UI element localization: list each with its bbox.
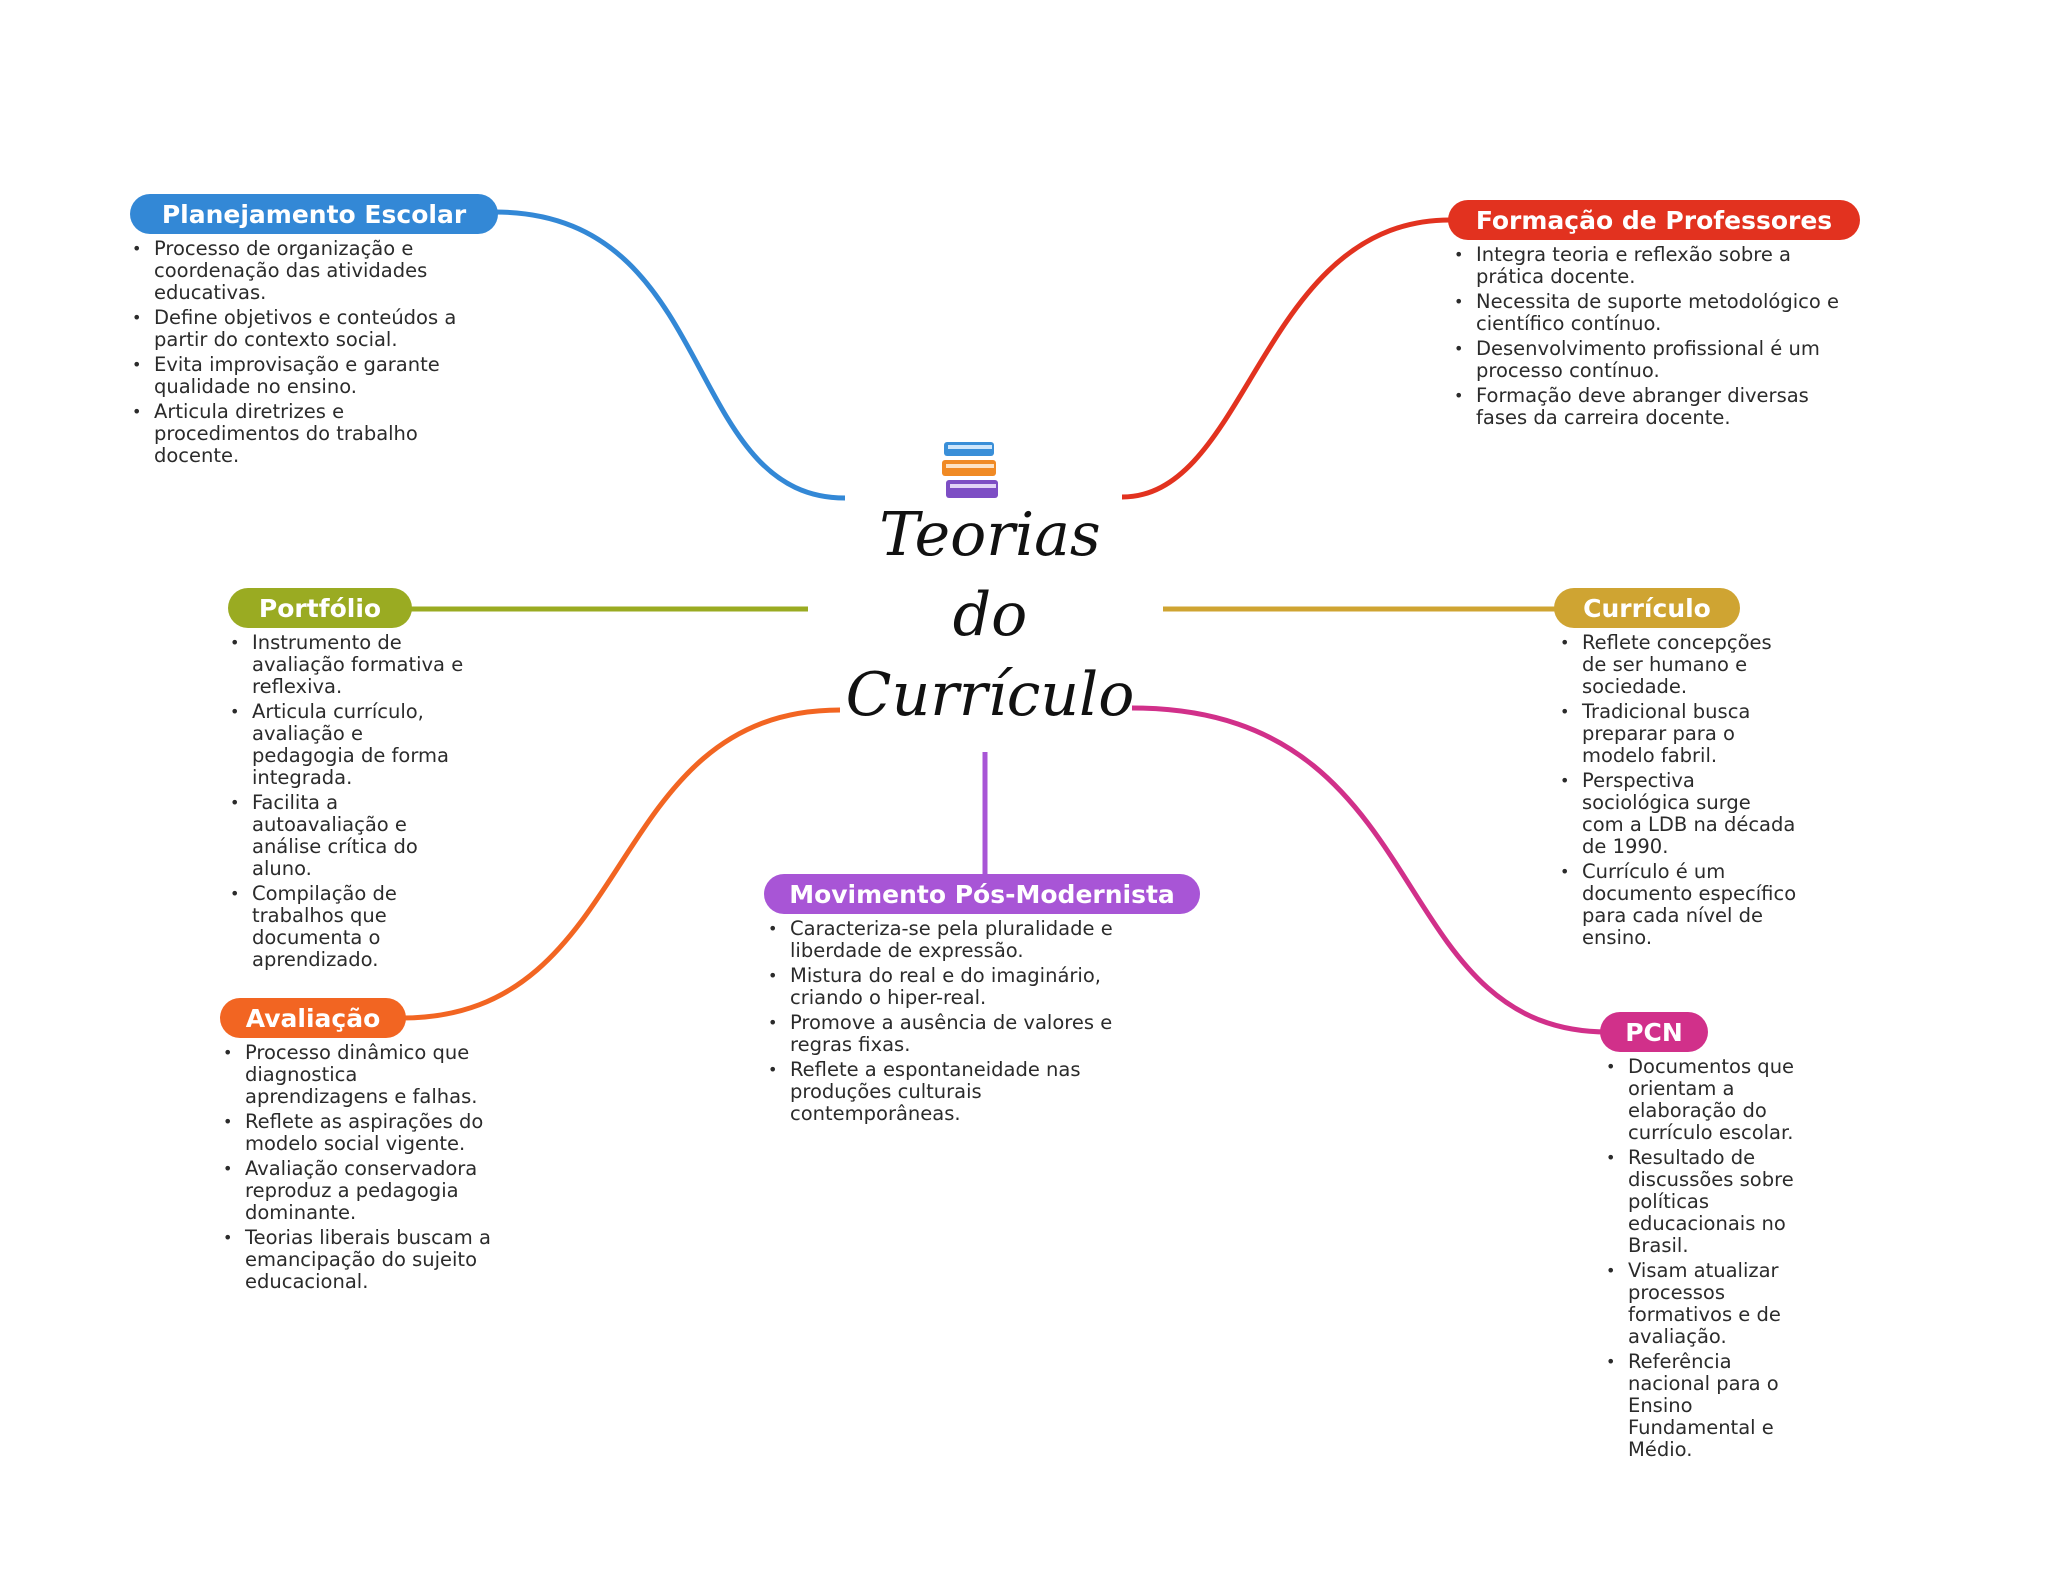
topic-curriculo[interactable]: Currículo	[1554, 588, 1740, 628]
topic-title: Avaliação	[245, 1003, 381, 1033]
list-item: Desenvolvimento profissional é um proces…	[1452, 338, 1842, 382]
topic-planejamento-escolar[interactable]: Planejamento Escolar	[130, 194, 498, 234]
list-item: Avaliação conservadora reproduz a pedago…	[221, 1158, 501, 1224]
portfolio-notes: Instrumento de avaliação formativa e ref…	[228, 632, 468, 974]
list-item: Resultado de discussões sobre políticas …	[1604, 1147, 1814, 1257]
list-item: Articula diretrizes e procedimentos do t…	[130, 401, 470, 467]
topic-title: PCN	[1625, 1017, 1683, 1047]
list-item: Compilação de trabalhos que documenta o …	[228, 883, 468, 971]
topic-formacao-professores[interactable]: Formação de Professores	[1448, 200, 1860, 240]
topic-title: Portfólio	[258, 593, 382, 623]
link-avaliacao	[401, 707, 841, 1021]
central-title-line: Currículo	[845, 660, 1135, 730]
curriculo-notes: Reflete concepções de ser humano e socie…	[1558, 632, 1798, 952]
avaliacao-notes: Processo dinâmico que diagnostica aprend…	[221, 1042, 501, 1296]
list-item: Articula currículo, avaliação e pedagogi…	[228, 701, 468, 789]
list-item: Perspectiva sociológica surge com a LDB …	[1558, 770, 1798, 858]
list-item: Caracteriza-se pela pluralidade e liberd…	[766, 918, 1146, 962]
list-item: Processo de organização e coordenação da…	[130, 238, 470, 304]
topic-title: Planejamento Escolar	[161, 199, 467, 229]
list-item: Reflete a espontaneidade nas produções c…	[766, 1059, 1146, 1125]
list-item: Processo dinâmico que diagnostica aprend…	[221, 1042, 501, 1108]
topic-title: Formação de Professores	[1475, 205, 1833, 235]
pcn-notes: Documentos que orientam a elaboração do …	[1604, 1056, 1814, 1464]
topic-title: Movimento Pós-Modernista	[789, 879, 1175, 909]
list-item: Reflete concepções de ser humano e socie…	[1558, 632, 1798, 698]
topic-movimento-pos-modernista[interactable]: Movimento Pós-Modernista	[764, 874, 1200, 914]
list-item: Define objetivos e conteúdos a partir do…	[130, 307, 470, 351]
central-title-line: Teorias	[879, 500, 1101, 570]
formacao-notes: Integra teoria e reflexão sobre a prátic…	[1452, 244, 1842, 432]
list-item: Promove a ausência de valores e regras f…	[766, 1012, 1146, 1056]
list-item: Integra teoria e reflexão sobre a prátic…	[1452, 244, 1842, 288]
link-pcn	[1131, 705, 1609, 1035]
topic-pcn[interactable]: PCN	[1600, 1012, 1708, 1052]
link-formacao	[1121, 217, 1451, 500]
list-item: Currículo é um documento específico para…	[1558, 861, 1798, 949]
list-item: Visam atualizar processos formativos e d…	[1604, 1260, 1814, 1348]
topic-portfolio[interactable]: Portfólio	[228, 588, 412, 628]
list-item: Mistura do real e do imaginário, criando…	[766, 965, 1146, 1009]
list-item: Reflete as aspirações do modelo social v…	[221, 1111, 501, 1155]
planejamento-notes: Processo de organização e coordenação da…	[130, 238, 470, 470]
list-item: Tradicional busca preparar para o modelo…	[1558, 701, 1798, 767]
topic-title: Currículo	[1583, 593, 1711, 623]
list-item: Instrumento de avaliação formativa e ref…	[228, 632, 468, 698]
central-title-line: do	[952, 580, 1028, 650]
books-icon	[942, 442, 998, 498]
list-item: Facilita a autoavaliação e análise críti…	[228, 792, 468, 880]
list-item: Necessita de suporte metodológico e cien…	[1452, 291, 1842, 335]
list-item: Documentos que orientam a elaboração do …	[1604, 1056, 1814, 1144]
pos-moderno-notes: Caracteriza-se pela pluralidade e liberd…	[766, 918, 1146, 1128]
topic-avaliacao[interactable]: Avaliação	[220, 998, 406, 1038]
list-item: Formação deve abranger diversas fases da…	[1452, 385, 1842, 429]
list-item: Evita improvisação e garante qualidade n…	[130, 354, 470, 398]
central-title: Teorias do Currículo	[840, 495, 1140, 735]
link-planejamento	[494, 209, 846, 501]
list-item: Teorias liberais buscam a emancipação do…	[221, 1227, 501, 1293]
list-item: Referência nacional para o Ensino Fundam…	[1604, 1351, 1814, 1461]
